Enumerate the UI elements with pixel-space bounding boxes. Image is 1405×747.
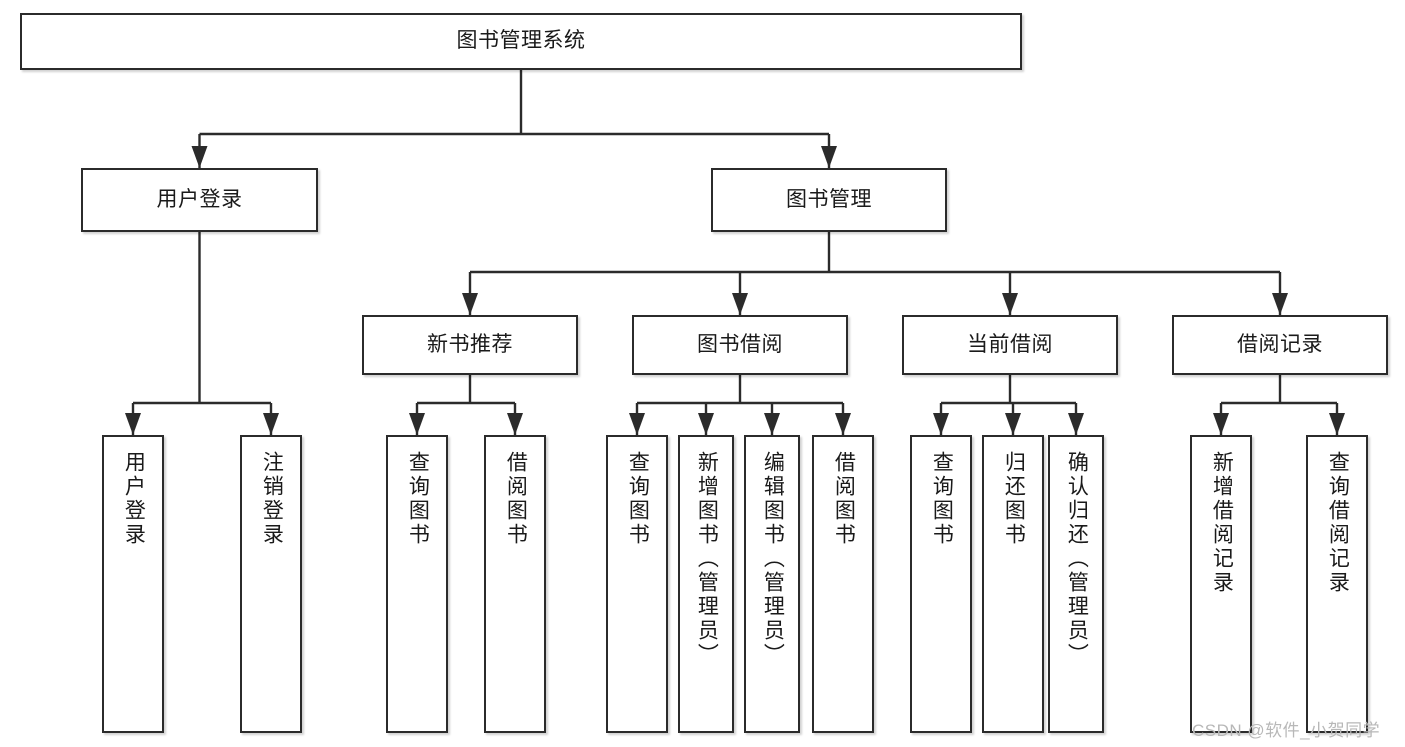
node-label: 编辑图书（管理员）: [761, 451, 785, 667]
arrowhead-leaf-user-logout: [263, 413, 279, 435]
node-label: 查询图书: [930, 451, 954, 547]
node-leaf-bo-query[interactable]: 查询图书: [606, 435, 668, 733]
arrowhead-leaf-nb-query: [409, 413, 425, 435]
arrowhead-current: [1002, 293, 1018, 315]
node-label: 注销登录: [260, 451, 284, 547]
node-label: 借阅记录: [1237, 332, 1323, 356]
arrowhead-leaf-bo-edit: [764, 413, 780, 435]
node-current[interactable]: 当前借阅: [902, 315, 1118, 375]
node-leaf-user-logout[interactable]: 注销登录: [240, 435, 302, 733]
node-leaf-cu-confirm[interactable]: 确认归还（管理员）: [1048, 435, 1104, 733]
node-label: 归还图书: [1002, 451, 1026, 547]
node-leaf-bo-borrow[interactable]: 借阅图书: [812, 435, 874, 733]
node-label: 新增图书（管理员）: [695, 451, 719, 667]
arrowhead-newbook: [462, 293, 478, 315]
arrowhead-leaf-cu-query: [933, 413, 949, 435]
node-leaf-user-login[interactable]: 用户登录: [102, 435, 164, 733]
node-leaf-re-query[interactable]: 查询借阅记录: [1306, 435, 1368, 733]
arrowhead-leaf-bo-query: [629, 413, 645, 435]
node-leaf-cu-return[interactable]: 归还图书: [982, 435, 1044, 733]
node-leaf-nb-query[interactable]: 查询图书: [386, 435, 448, 733]
arrowhead-leaf-re-query: [1329, 413, 1345, 435]
node-label: 图书借阅: [697, 332, 783, 356]
arrowhead-leaf-re-add: [1213, 413, 1229, 435]
arrowhead-records: [1272, 293, 1288, 315]
node-label: 借阅图书: [504, 451, 528, 547]
node-root[interactable]: 图书管理系统: [20, 13, 1022, 70]
node-label: 查询图书: [406, 451, 430, 547]
node-label: 确认归还（管理员）: [1065, 451, 1089, 667]
node-leaf-bo-edit[interactable]: 编辑图书（管理员）: [744, 435, 800, 733]
node-records[interactable]: 借阅记录: [1172, 315, 1388, 375]
node-label: 当前借阅: [967, 332, 1053, 356]
arrowhead-leaf-user-login: [125, 413, 141, 435]
node-label: 图书管理: [786, 187, 872, 211]
arrowhead-login: [191, 146, 208, 168]
arrowhead-leaf-cu-return: [1005, 413, 1021, 435]
node-label: 用户登录: [122, 451, 146, 547]
node-label: 查询图书: [626, 451, 650, 547]
node-login[interactable]: 用户登录: [81, 168, 318, 232]
node-leaf-nb-borrow[interactable]: 借阅图书: [484, 435, 546, 733]
node-bookmgmt[interactable]: 图书管理: [711, 168, 947, 232]
node-label: 新书推荐: [427, 332, 513, 356]
node-label: 图书管理系统: [456, 29, 586, 53]
node-label: 用户登录: [156, 187, 243, 211]
node-label: 查询借阅记录: [1326, 451, 1350, 595]
arrowhead-leaf-cu-confirm: [1068, 413, 1084, 435]
node-borrow[interactable]: 图书借阅: [632, 315, 848, 375]
node-leaf-re-add[interactable]: 新增借阅记录: [1190, 435, 1252, 733]
node-label: 新增借阅记录: [1210, 451, 1234, 595]
node-leaf-bo-add[interactable]: 新增图书（管理员）: [678, 435, 734, 733]
node-label: 借阅图书: [832, 451, 856, 547]
arrowhead-bookmgmt: [821, 146, 837, 168]
arrowhead-leaf-bo-add: [698, 413, 714, 435]
node-leaf-cu-query[interactable]: 查询图书: [910, 435, 972, 733]
arrowhead-leaf-nb-borrow: [507, 413, 523, 435]
node-newbook[interactable]: 新书推荐: [362, 315, 578, 375]
arrowhead-borrow: [732, 293, 748, 315]
arrowhead-leaf-bo-borrow: [835, 413, 851, 435]
